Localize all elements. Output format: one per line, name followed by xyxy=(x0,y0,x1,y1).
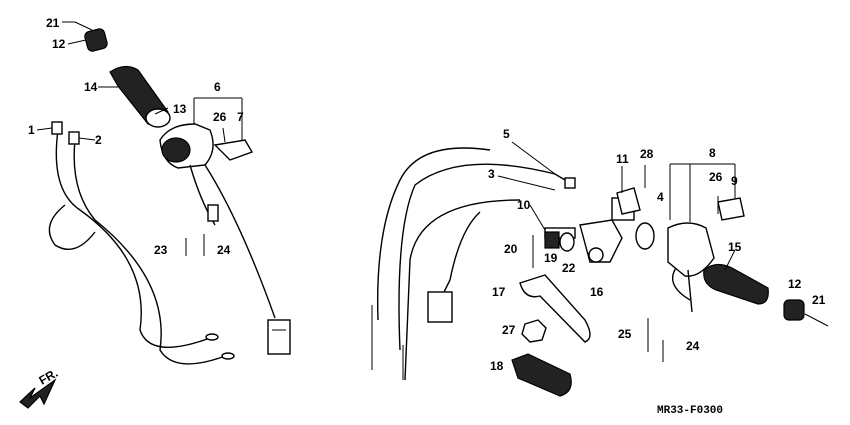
callout-26-right: 26 xyxy=(709,170,723,184)
clutch-lever xyxy=(519,274,591,343)
callout-16: 16 xyxy=(590,285,604,299)
callout-5: 5 xyxy=(503,127,510,141)
callout-27: 27 xyxy=(502,323,516,337)
switch-housing-right xyxy=(667,222,715,313)
lever-cover-18 xyxy=(511,353,572,397)
callout-10: 10 xyxy=(517,198,531,212)
callout-21-right: 21 xyxy=(812,293,826,307)
callout-26-left: 26 xyxy=(213,110,227,124)
grip-right xyxy=(703,263,769,305)
clip-11 xyxy=(616,187,641,215)
callout-11: 11 xyxy=(616,152,629,166)
callout-25: 25 xyxy=(618,327,632,341)
callout-9: 9 xyxy=(731,174,738,188)
clutch-cables xyxy=(371,147,576,381)
leader-lines xyxy=(36,21,736,271)
callout-8: 8 xyxy=(709,146,716,160)
callout-12-right: 12 xyxy=(788,277,802,291)
callout-21-left: 21 xyxy=(46,16,60,30)
nut-27 xyxy=(521,319,547,343)
callout-22: 22 xyxy=(562,261,576,275)
callout-4: 4 xyxy=(657,190,664,204)
callout-19: 19 xyxy=(544,251,558,265)
callout-24-right: 24 xyxy=(686,339,700,353)
callout-23: 23 xyxy=(154,243,168,257)
connector-lower-left xyxy=(267,319,291,355)
callout-3: 3 xyxy=(488,167,495,181)
washer-22 xyxy=(559,232,575,252)
callout-24-left: 24 xyxy=(217,243,231,257)
callout-13: 13 xyxy=(173,102,187,116)
diagram-code: MR33-F0300 xyxy=(657,405,723,417)
direction-label: FR. xyxy=(37,366,61,388)
screw-21-right xyxy=(804,313,829,327)
switch-clamp-left xyxy=(213,139,254,161)
callout-14: 14 xyxy=(84,80,98,94)
throttle-cables xyxy=(48,121,235,365)
bar-end-weight-right xyxy=(783,299,805,321)
bar-end-weight-left xyxy=(74,21,108,52)
switch-housing-left xyxy=(159,123,276,319)
callout-18: 18 xyxy=(490,359,504,373)
callout-28: 28 xyxy=(640,147,654,161)
spring-19 xyxy=(544,231,560,249)
collar-4 xyxy=(635,222,655,250)
callout-12-left: 12 xyxy=(52,37,66,51)
throttle-grip xyxy=(109,65,171,128)
callout-20: 20 xyxy=(504,242,518,256)
callout-2: 2 xyxy=(95,133,102,147)
screw-26-left xyxy=(222,127,226,143)
callout-1: 1 xyxy=(28,123,35,137)
callout-17: 17 xyxy=(492,285,506,299)
callout-7: 7 xyxy=(237,110,244,124)
callout-6: 6 xyxy=(214,80,221,94)
callout-15: 15 xyxy=(728,240,742,254)
clamp-9 xyxy=(717,197,745,221)
front-direction-arrow xyxy=(19,378,57,409)
